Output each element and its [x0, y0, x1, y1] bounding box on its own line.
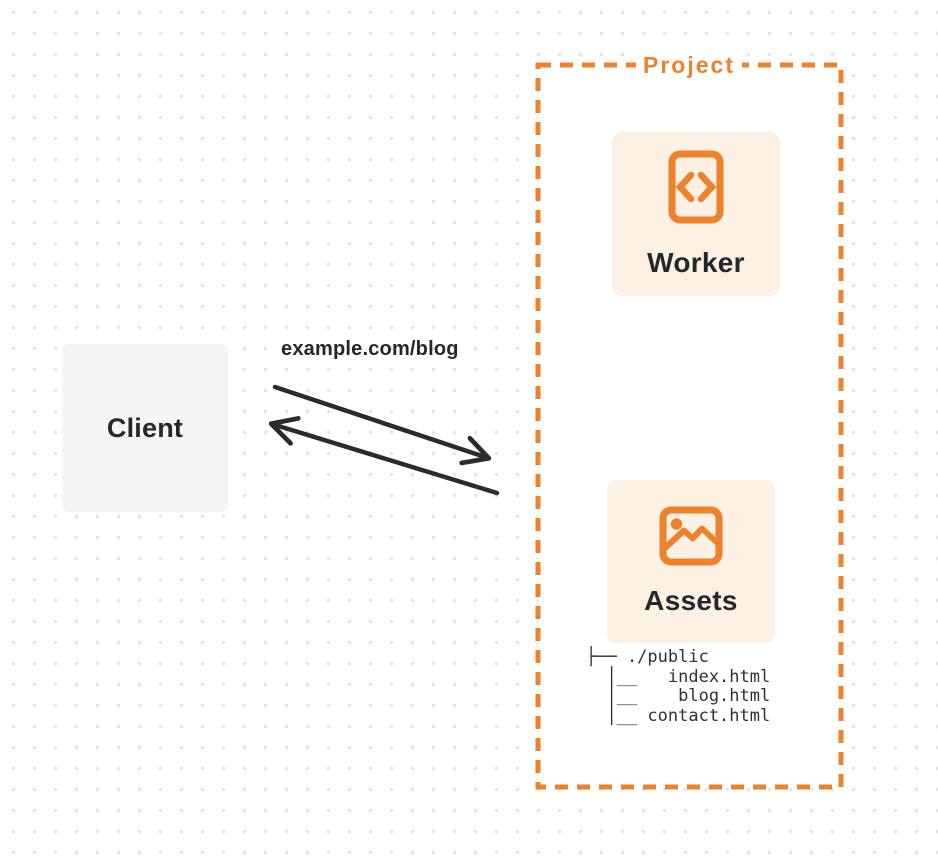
project-label: Project	[636, 51, 742, 79]
worker-label: Worker	[647, 246, 745, 278]
image-icon	[659, 506, 723, 566]
public-dir-file-tree: ├── ./public │__ index.html │__ blog.htm…	[586, 647, 771, 726]
client-node: Client	[62, 344, 228, 512]
client-label: Client	[106, 412, 184, 443]
assets-card: Assets	[607, 480, 775, 643]
worker-card: Worker	[612, 132, 780, 296]
request-arrow	[272, 384, 492, 466]
response-arrow	[268, 416, 500, 496]
code-document-icon	[668, 150, 724, 223]
request-url-label: example.com/blog	[281, 338, 459, 360]
assets-label: Assets	[644, 585, 738, 616]
